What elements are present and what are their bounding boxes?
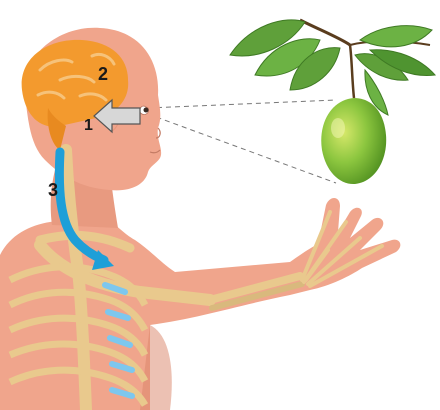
- sight-lines: [148, 100, 336, 183]
- step-2-label: 2: [98, 64, 108, 84]
- mango-fruit-icon: [321, 98, 386, 184]
- step-1-label: 1: [84, 117, 93, 134]
- step-3-label: 3: [48, 180, 58, 200]
- leaf-branch-icon: [230, 20, 435, 115]
- eye-icon: [144, 108, 149, 113]
